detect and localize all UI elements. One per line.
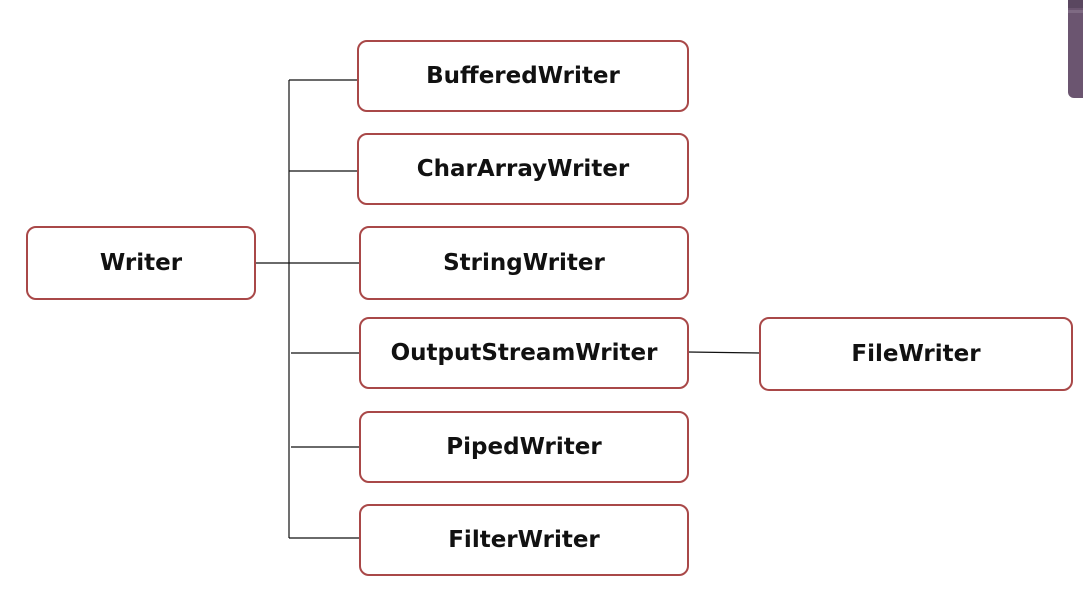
corner-accent-top-stripe [1068, 0, 1083, 8]
node-filterwriter: FilterWriter [359, 504, 689, 576]
node-chararraywriter: CharArrayWriter [357, 133, 689, 205]
node-bufferedwriter: BufferedWriter [357, 40, 689, 112]
node-stringwriter-label: StringWriter [443, 250, 605, 276]
node-bufferedwriter-label: BufferedWriter [426, 63, 620, 89]
node-filewriter: FileWriter [759, 317, 1073, 391]
node-writer-label: Writer [99, 250, 183, 276]
connector-outputstreamwriter-to-filewriter [687, 351, 761, 354]
corner-accent-thin-stripe [1068, 10, 1083, 13]
node-writer: Writer [26, 226, 256, 300]
node-pipedwriter: PipedWriter [359, 411, 689, 483]
corner-accent-bar [1068, 0, 1083, 98]
node-stringwriter: StringWriter [359, 226, 689, 300]
node-outputstreamwriter: OutputStreamWriter [359, 317, 689, 389]
node-filewriter-label: FileWriter [851, 341, 981, 367]
node-outputstreamwriter-label: OutputStreamWriter [390, 340, 658, 366]
node-pipedwriter-label: PipedWriter [446, 434, 602, 460]
node-filterwriter-label: FilterWriter [448, 527, 600, 553]
node-chararraywriter-label: CharArrayWriter [416, 156, 630, 182]
